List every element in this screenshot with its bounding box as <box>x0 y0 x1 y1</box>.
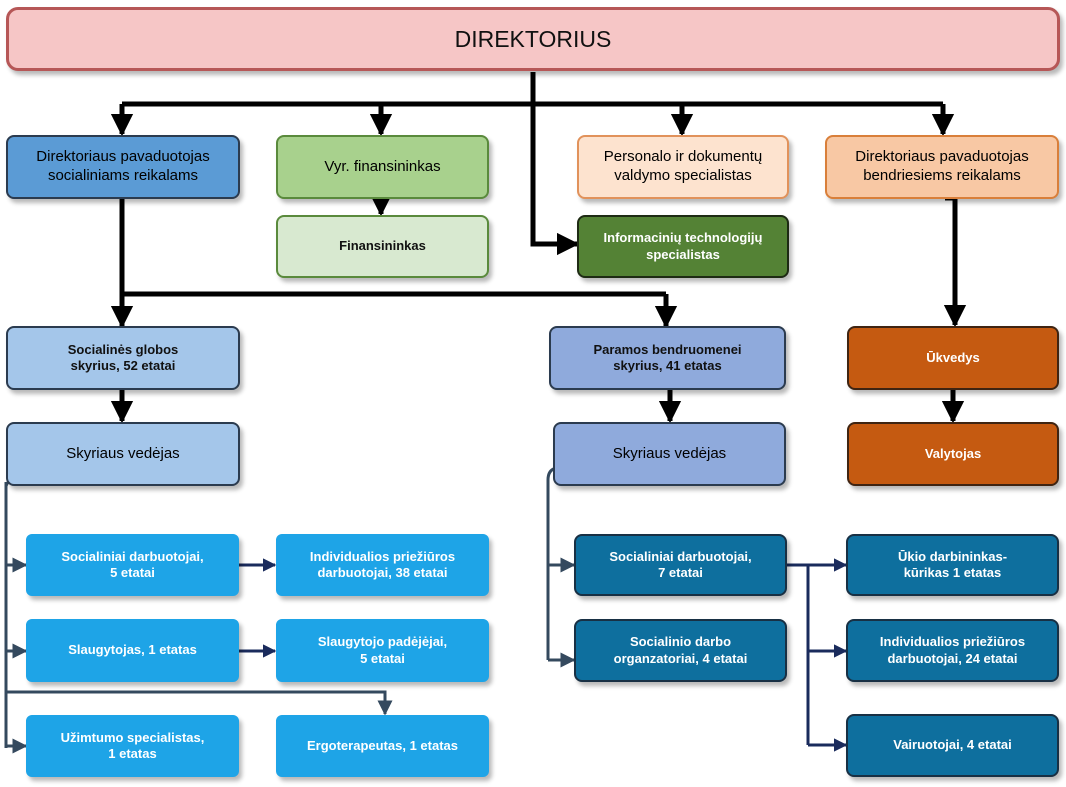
node-vairuotojai: Vairuotojai, 4 etatai <box>846 714 1059 777</box>
node-vedejas-1-label: Skyriaus vedėjas <box>66 444 180 462</box>
node-pav-bendr: Direktoriaus pavaduotojas bendriesiems r… <box>825 135 1059 199</box>
node-personalo: Personalo ir dokumentų valdymo specialis… <box>577 135 789 199</box>
node-it: Informacinių technologijų specialistas <box>577 215 789 278</box>
node-vedejas-2-label: Skyriaus vedėjas <box>612 444 727 462</box>
node-vyr-fin: Vyr. finansininkas <box>276 135 489 199</box>
node-ukvedys-label: Ūkvedys <box>926 349 980 365</box>
node-ergoterapeutas: Ergoterapeutas, 1 etatas <box>276 715 489 777</box>
line-to-it <box>530 104 580 256</box>
node-it-label: Informacinių technologijų specialistas <box>603 230 763 262</box>
node-ind-prieziuros-24-label: Individualios priežiūros darbuotojai, 24… <box>879 634 1026 666</box>
node-soc-darb-7-label: Socialiniai darbuotojai, 7 etatai <box>609 548 752 580</box>
line-to-ergoterapeutas <box>6 690 393 716</box>
node-soc-darbo-org-label: Socialinio darbo organzatoriai, 4 etatai <box>613 634 748 666</box>
node-vedejas-2: Skyriaus vedėjas <box>553 422 786 486</box>
line-to-ukvedys <box>943 195 967 328</box>
node-vyr-fin-label: Vyr. finansininkas <box>324 157 441 175</box>
node-soc-darb-5-label: Socialiniai darbuotojai, 5 etatai <box>61 548 204 580</box>
node-uzimtumo-label: Užimtumo specialistas, 1 etatas <box>60 729 205 761</box>
node-ind-prieziuros-24: Individualios priežiūros darbuotojai, 24… <box>846 619 1059 682</box>
node-pav-soc: Direktoriaus pavaduotojas socialiniams r… <box>6 135 240 199</box>
node-ukvedys: Ūkvedys <box>847 326 1059 390</box>
node-pav-bendr-label: Direktoriaus pavaduotojas bendriesiems r… <box>855 148 1029 184</box>
node-soc-globos: Socialinės globos skyrius, 52 etatai <box>6 326 240 390</box>
node-ukio-darb: Ūkio darbininkas- kūrikas 1 etatas <box>846 534 1059 596</box>
node-paramos: Paramos bendruomenei skyrius, 41 etatas <box>549 326 786 390</box>
node-vedejas-1: Skyriaus vedėjas <box>6 422 240 486</box>
node-valytojas-label: Valytojas <box>924 445 982 461</box>
node-slaugytojas: Slaugytojas, 1 etatas <box>26 619 239 682</box>
node-soc-darb-5: Socialiniai darbuotojai, 5 etatai <box>26 534 239 596</box>
node-soc-globos-label: Socialinės globos skyrius, 52 etatai <box>67 341 179 373</box>
node-pav-soc-label: Direktoriaus pavaduotojas socialiniams r… <box>36 148 210 184</box>
node-uzimtumo: Užimtumo specialistas, 1 etatas <box>26 715 239 777</box>
node-ind-prieziuros-38-label: Individualios priežiūros darbuotojai, 38… <box>309 548 456 580</box>
node-ukio-darb-label: Ūkio darbininkas- kūrikas 1 etatas <box>897 548 1008 580</box>
node-soc-darb-7: Socialiniai darbuotojai, 7 etatai <box>574 534 787 596</box>
node-personalo-label: Personalo ir dokumentų valdymo specialis… <box>603 148 763 184</box>
node-direktorius: DIREKTORIUS <box>6 7 1060 71</box>
node-valytojas: Valytojas <box>847 422 1059 486</box>
node-soc-darbo-org: Socialinio darbo organzatoriai, 4 etatai <box>574 619 787 682</box>
node-slaugytojas-label: Slaugytojas, 1 etatas <box>68 642 197 658</box>
node-slaug-padejejai: Slaugytojo padėjėjai, 5 etatai <box>276 619 489 682</box>
node-slaug-padejejai-label: Slaugytojo padėjėjai, 5 etatai <box>317 634 448 666</box>
node-ergoterapeutas-label: Ergoterapeutas, 1 etatas <box>306 737 458 753</box>
node-finansininkas-label: Finansininkas <box>339 238 426 254</box>
node-finansininkas: Finansininkas <box>276 215 489 278</box>
node-paramos-label: Paramos bendruomenei skyrius, 41 etatas <box>593 341 742 373</box>
node-direktorius-label: DIREKTORIUS <box>454 25 612 52</box>
node-ind-prieziuros-38: Individualios priežiūros darbuotojai, 38… <box>276 534 489 596</box>
node-vairuotojai-label: Vairuotojai, 4 etatai <box>893 737 1012 753</box>
